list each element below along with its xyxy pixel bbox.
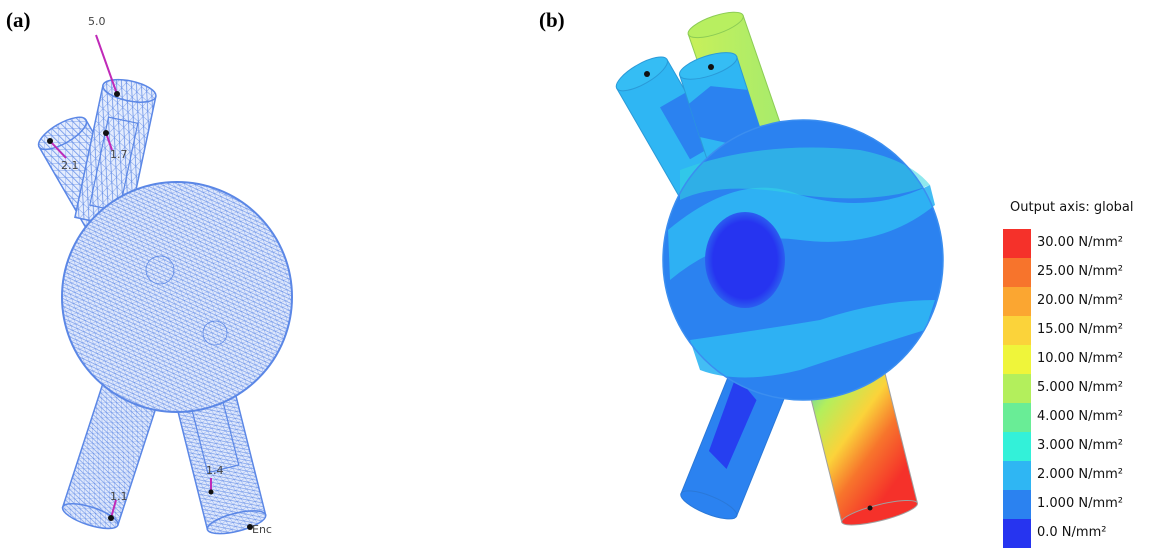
panel-label-a: (a) <box>6 8 31 32</box>
legend-entry: 30.00 N/mm² <box>1003 229 1153 258</box>
legend-entry: 15.00 N/mm² <box>1003 316 1153 345</box>
legend-title: Output axis: global <box>1010 200 1134 215</box>
leader-label-lower-right: 1.4 <box>206 464 224 477</box>
leader-label-mid-pipe: 1.7 <box>110 148 128 161</box>
legend-label: 4.000 N/mm² <box>1037 409 1123 424</box>
legend-label: 3.000 N/mm² <box>1037 438 1123 453</box>
leader-line-mid-pipe <box>105 132 113 151</box>
load-point-top <box>114 91 120 97</box>
leader-label-top: 5.0 <box>88 15 106 28</box>
legend-entry: 10.00 N/mm² <box>1003 345 1153 374</box>
legend-entry: 20.00 N/mm² <box>1003 287 1153 316</box>
legend-entry: 4.000 N/mm² <box>1003 403 1153 432</box>
load-markers: 5.0 2.1 1.7 1.1 1.4 Enc <box>47 15 272 535</box>
legend-label: 20.00 N/mm² <box>1037 293 1123 308</box>
mesh-model <box>37 78 293 535</box>
legend-swatch <box>1003 490 1031 519</box>
legend-entry: 1.000 N/mm² <box>1003 490 1153 519</box>
load-point-mid-pipe <box>103 130 109 136</box>
legend-swatch <box>1003 519 1031 548</box>
legend-swatch <box>1003 461 1031 490</box>
legend-entry: 3.000 N/mm² <box>1003 432 1153 461</box>
stress-model <box>615 11 944 526</box>
legend-label: 30.00 N/mm² <box>1037 235 1123 250</box>
legend-entry: 5.000 N/mm² <box>1003 374 1153 403</box>
load-point-lower-right <box>208 489 214 495</box>
leader-label-support: Enc <box>252 523 272 535</box>
mesh-sphere <box>61 181 293 413</box>
legend-swatch <box>1003 229 1031 258</box>
legend-swatch <box>1003 287 1031 316</box>
legend-swatch <box>1003 316 1031 345</box>
figure-canvas: 5.0 2.1 1.7 1.1 1.4 Enc <box>37 11 944 535</box>
legend-label: 2.000 N/mm² <box>1037 467 1123 482</box>
leader-line-left-pipe <box>49 140 67 159</box>
legend-label: 0.0 N/mm² <box>1037 525 1107 540</box>
panel-label-b: (b) <box>539 8 565 32</box>
legend-label: 15.00 N/mm² <box>1037 322 1123 337</box>
legend-swatch <box>1003 258 1031 287</box>
legend-label: 5.000 N/mm² <box>1037 380 1123 395</box>
support-point <box>247 524 253 530</box>
legend-swatch <box>1003 432 1031 461</box>
legend-swatch <box>1003 345 1031 374</box>
low-stress-zone <box>705 212 785 308</box>
leader-line-lower-left <box>110 499 117 519</box>
leader-label-lower-left: 1.1 <box>110 490 128 503</box>
legend-label: 10.00 N/mm² <box>1037 351 1123 366</box>
legend-swatch <box>1003 374 1031 403</box>
leader-line-top <box>95 34 118 95</box>
legend-entry: 0.0 N/mm² <box>1003 519 1153 548</box>
legend-entry: 25.00 N/mm² <box>1003 258 1153 287</box>
legend-label: 25.00 N/mm² <box>1037 264 1123 279</box>
legend-entry: 2.000 N/mm² <box>1003 461 1153 490</box>
load-point-lower-left <box>108 515 114 521</box>
legend-label: 1.000 N/mm² <box>1037 496 1123 511</box>
load-point-left-pipe <box>47 138 53 144</box>
legend-swatch <box>1003 403 1031 432</box>
leader-label-left-pipe: 2.1 <box>61 159 79 172</box>
